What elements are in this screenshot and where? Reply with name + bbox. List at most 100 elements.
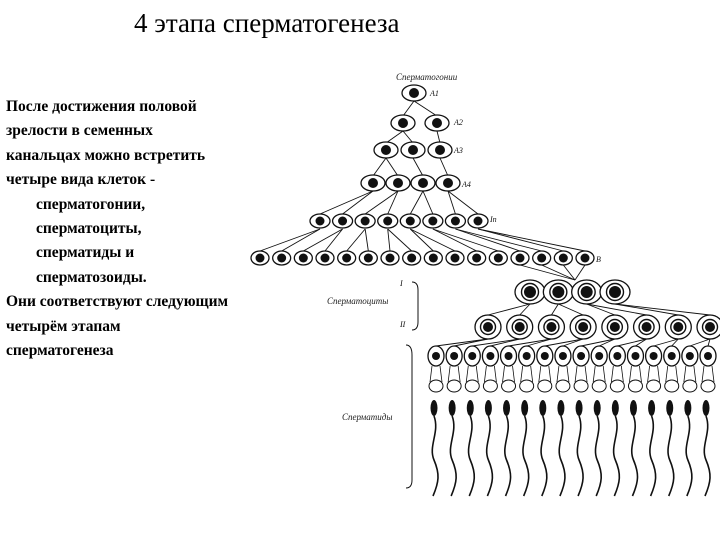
spermatocyte-marker: II (399, 320, 406, 329)
lineage-line (580, 338, 615, 347)
cell (644, 345, 663, 367)
cell (400, 141, 426, 159)
lineage-line (544, 338, 584, 347)
cell (427, 345, 445, 367)
lineage-line (599, 338, 616, 347)
lineage-line (490, 338, 520, 347)
lineage-line (319, 190, 374, 215)
lineage-line (432, 228, 499, 252)
lineage-line (707, 338, 711, 347)
lineage-line (385, 157, 399, 177)
cell (626, 345, 645, 367)
spermatozoon (519, 365, 535, 497)
cell (599, 279, 631, 305)
cell (399, 213, 421, 229)
lineage-line (435, 338, 489, 347)
cell (514, 279, 546, 305)
cell (380, 250, 400, 266)
cell (293, 250, 313, 266)
lineage-line (409, 190, 424, 215)
lineage-line (412, 157, 424, 177)
slide-title: 4 этапа сперматогенеза (134, 8, 400, 38)
cell (510, 250, 530, 266)
cell (422, 213, 444, 229)
outro-line: сперматогенеза (6, 342, 114, 360)
lineage-line (387, 228, 412, 252)
cell (315, 250, 335, 266)
lineage-line (519, 264, 576, 281)
lineage-line (409, 228, 434, 252)
row-marker: A2 (453, 118, 463, 127)
lineage-line (671, 338, 679, 347)
cell (488, 250, 508, 266)
cell (467, 250, 487, 266)
cell (699, 345, 717, 367)
lineage-line (454, 338, 489, 347)
spermatozoon (537, 365, 553, 497)
intro-line: четыре вида клеток - (6, 171, 156, 189)
cell (427, 141, 453, 159)
cell (337, 250, 357, 266)
cell-type-spermatids: сперматиды и (36, 244, 135, 262)
lineage-line (519, 303, 531, 316)
spermatozoa (428, 365, 716, 497)
lineage-line (387, 228, 391, 252)
lineage-line (508, 338, 552, 347)
cell (601, 314, 629, 340)
cell (424, 114, 450, 132)
lineage-line (447, 190, 456, 215)
cell (664, 314, 692, 340)
cell (445, 345, 463, 367)
cell (571, 279, 603, 305)
lineage-line (259, 228, 321, 252)
spermatozoon (700, 365, 716, 497)
spermatozoon (482, 365, 498, 497)
cell (518, 345, 536, 367)
lineage-line (477, 228, 564, 252)
lineage-line (614, 303, 711, 316)
lineage-line (477, 228, 586, 252)
spermatid-bracket (405, 344, 413, 489)
lineage-line (402, 130, 414, 144)
lineage-line (526, 338, 552, 347)
lineage-line (387, 190, 399, 215)
lineage-line (439, 157, 449, 177)
cell (401, 84, 427, 102)
lineage-line (303, 228, 343, 252)
spermatozoon (501, 365, 517, 497)
cell (250, 250, 270, 266)
cell (481, 345, 500, 367)
cell (358, 250, 378, 266)
spermatozoon (591, 365, 607, 497)
lineage-line (455, 228, 521, 252)
cell (463, 345, 481, 367)
lineage-line (385, 130, 404, 144)
cell (377, 213, 399, 229)
cell (309, 213, 331, 229)
cell (435, 174, 461, 192)
lineage-line (372, 157, 387, 177)
lineage-line (558, 303, 584, 316)
lineage-line (617, 338, 647, 347)
body-text: После достижения половой зрелости в семе… (6, 95, 306, 363)
cell (569, 314, 597, 340)
cell (390, 114, 416, 132)
cell (681, 345, 699, 367)
spermatozoon (464, 365, 480, 497)
row-marker: A3 (453, 146, 463, 155)
lineage-line (432, 228, 477, 252)
lineage-line (574, 264, 586, 281)
lineage-line (551, 303, 559, 316)
lineage-line (447, 190, 479, 215)
lineage-line (689, 338, 711, 347)
spermatozoon (646, 365, 662, 497)
cell (444, 213, 467, 229)
row-marker: In (489, 215, 497, 224)
lineage-line (487, 303, 531, 316)
lineage-line (562, 338, 584, 347)
lineage-line (472, 338, 520, 347)
cell (445, 250, 465, 266)
outro-line: Они соответствуют следующим (6, 293, 229, 311)
spermatozoon (428, 365, 444, 497)
